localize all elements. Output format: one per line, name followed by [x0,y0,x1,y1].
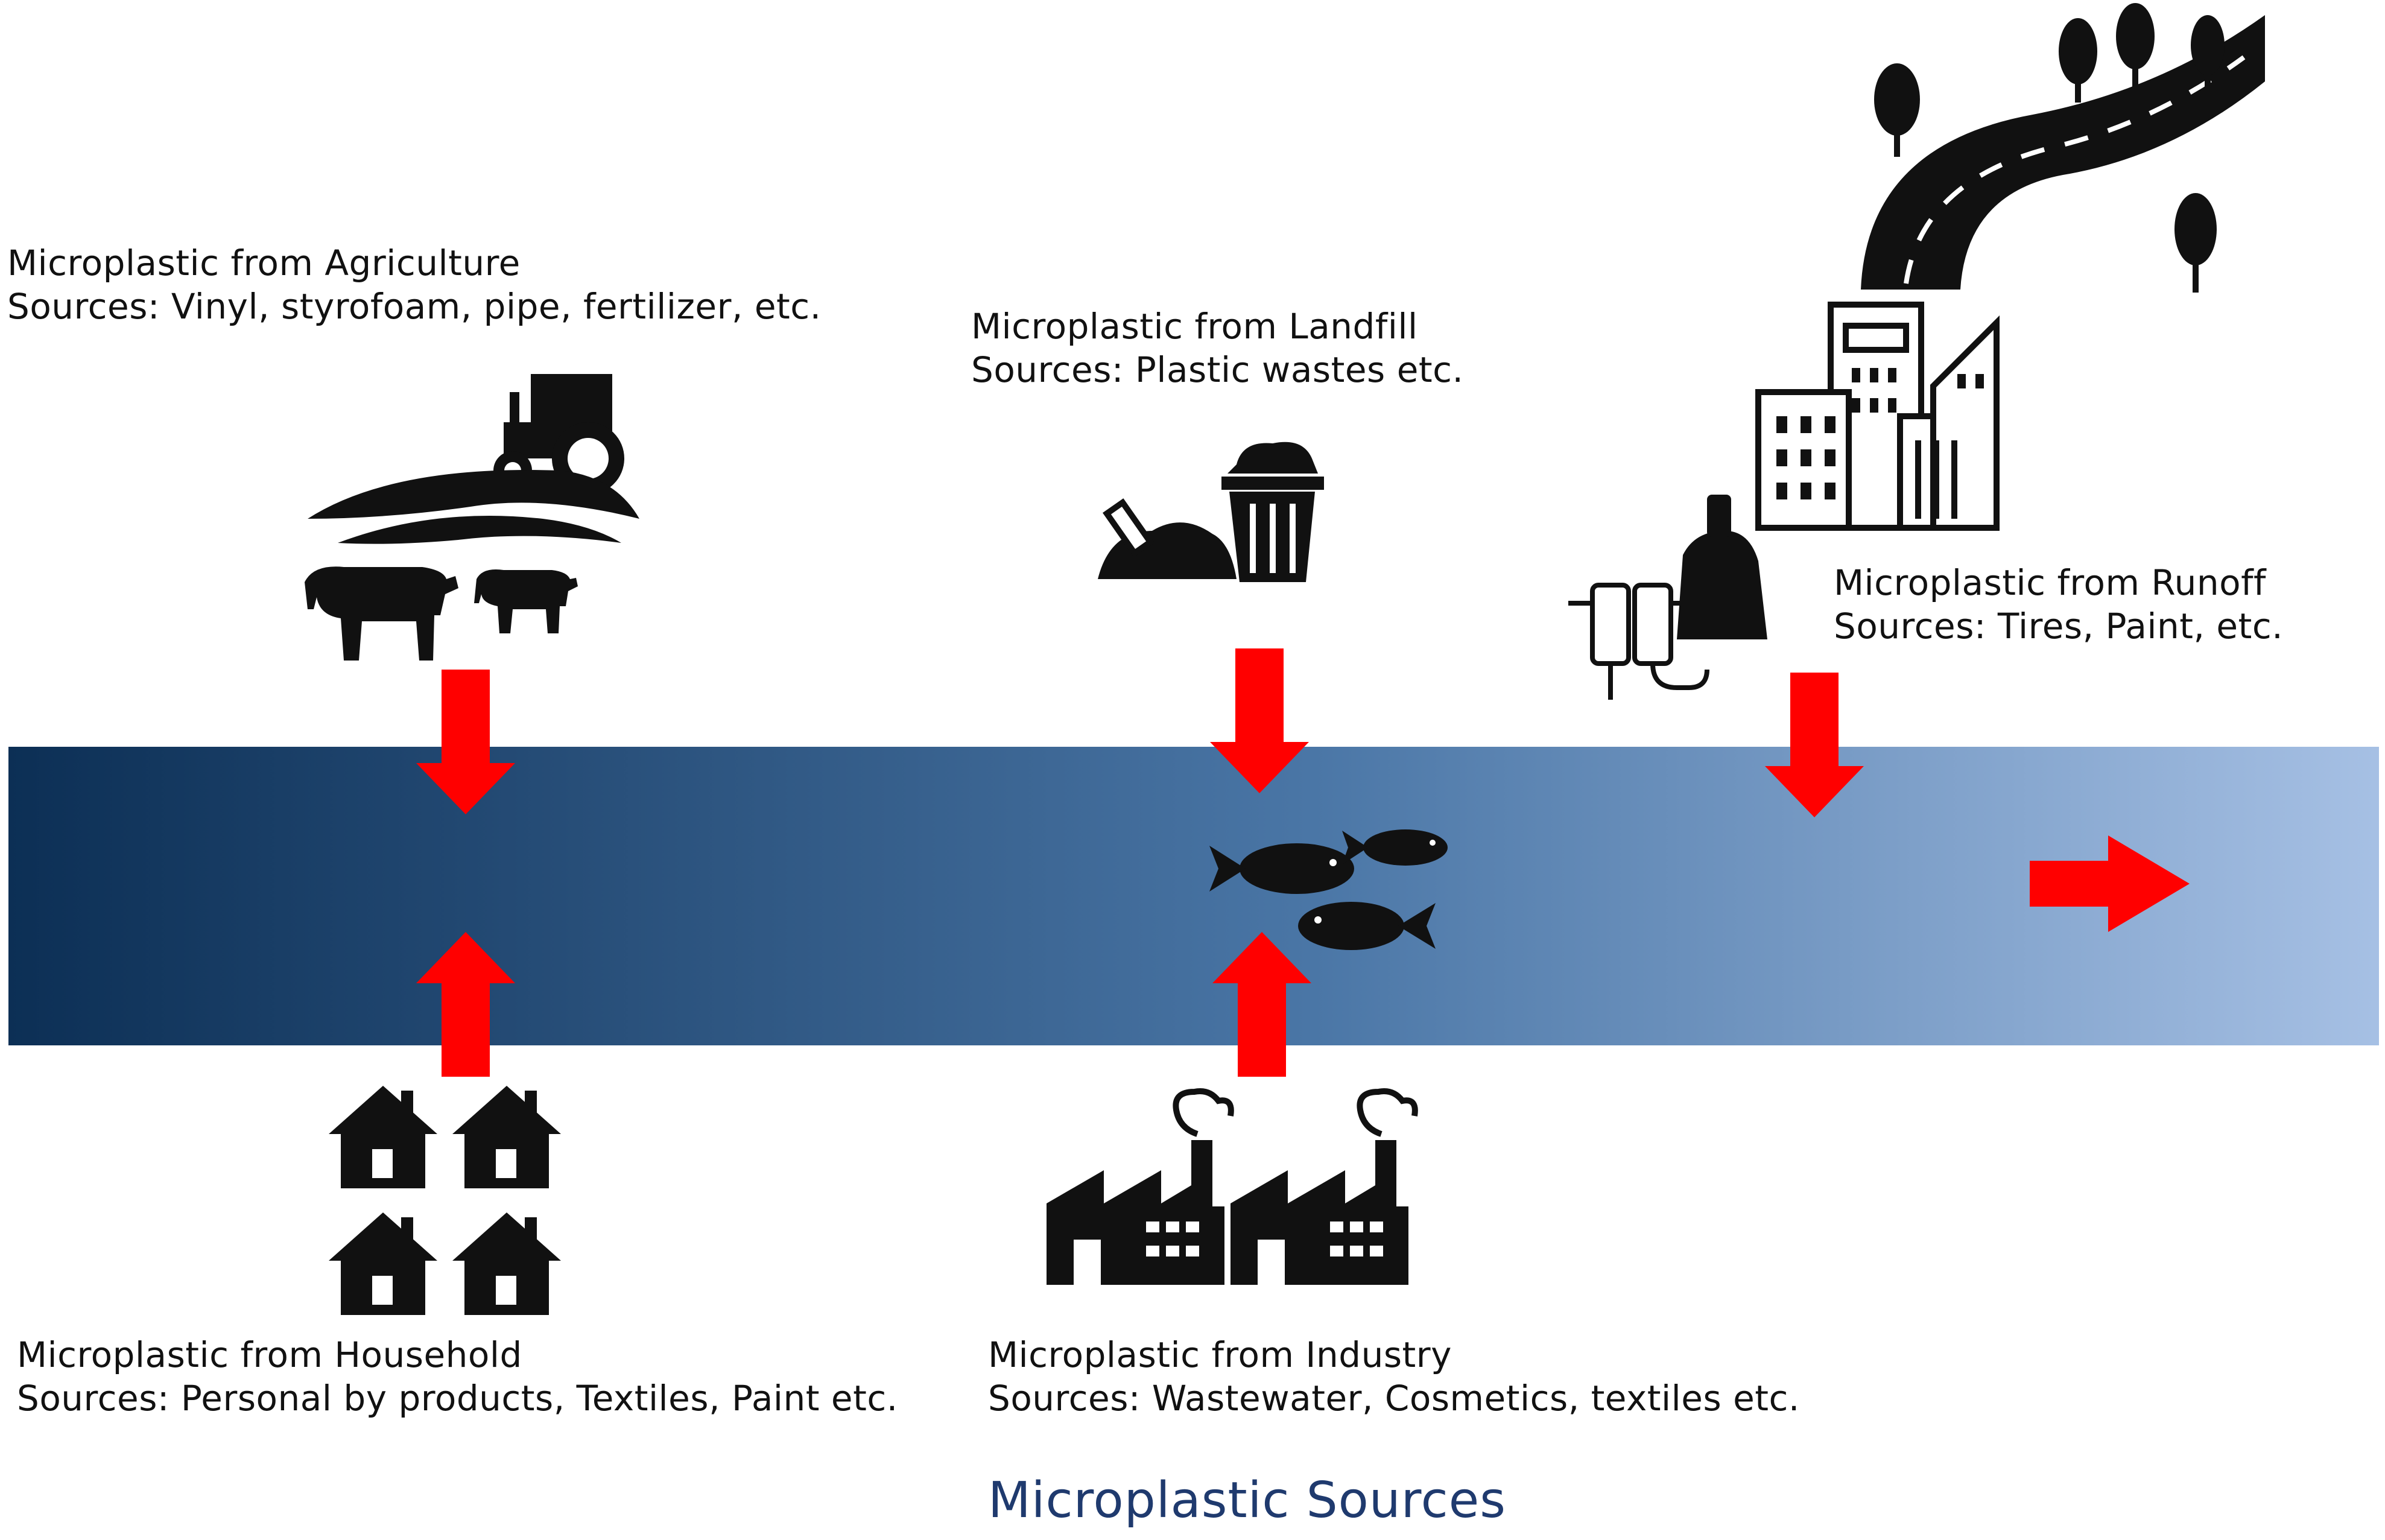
down-arrow-landfill [1210,648,1309,793]
industry-detail: Sources: Wastewater, Cosmetics, textiles… [988,1378,1800,1419]
agriculture-heading: Microplastic from Agriculture [7,242,521,284]
agriculture-icon [305,374,639,661]
sea-label: Microplastics to the Sea [1689,926,2121,968]
fish-icon [1298,902,1436,950]
down-arrow-runoff [1765,673,1864,817]
up-arrow-household [416,932,515,1077]
landfill-detail: Sources: Plastic wastes etc. [971,349,1464,390]
road-icon [1861,15,2265,290]
diagram-title: Microplastic Sources [988,1472,1506,1529]
agriculture-label: Microplastic from Agriculture Sources: V… [7,241,822,328]
household-icon [329,1086,561,1315]
runoff-detail: Sources: Tires, Paint, etc. [1834,606,2284,647]
industry-heading: Microplastic from Industry [988,1334,1452,1375]
down-arrow-agriculture [416,670,515,814]
tree-icon [1874,3,2225,293]
city-buildings-icon [1755,302,2000,531]
household-heading: Microplastic from Household [17,1334,522,1375]
up-arrow-industry [1212,932,1311,1077]
landfill-icon [1098,442,1324,582]
household-label: Microplastic from Household Sources: Per… [17,1333,898,1420]
agriculture-detail: Sources: Vinyl, styrofoam, pipe, fertili… [7,286,822,327]
arrow-to-sea [2030,835,2190,932]
fish-icon [1342,829,1448,866]
filter-icon [1568,495,1767,700]
landfill-heading: Microplastic from Landfill [971,306,1418,347]
river-band [8,747,2379,1045]
runoff-heading: Microplastic from Runoff [1834,562,2266,603]
industry-label: Microplastic from Industry Sources: Wast… [988,1333,1800,1420]
landfill-label: Microplastic from Landfill Sources: Plas… [971,305,1463,391]
household-detail: Sources: Personal by products, Textiles,… [17,1378,898,1419]
industry-icon [1047,1088,1418,1285]
fish-icon [1209,843,1354,894]
runoff-label: Microplastic from Runoff Sources: Tires,… [1834,561,2283,648]
